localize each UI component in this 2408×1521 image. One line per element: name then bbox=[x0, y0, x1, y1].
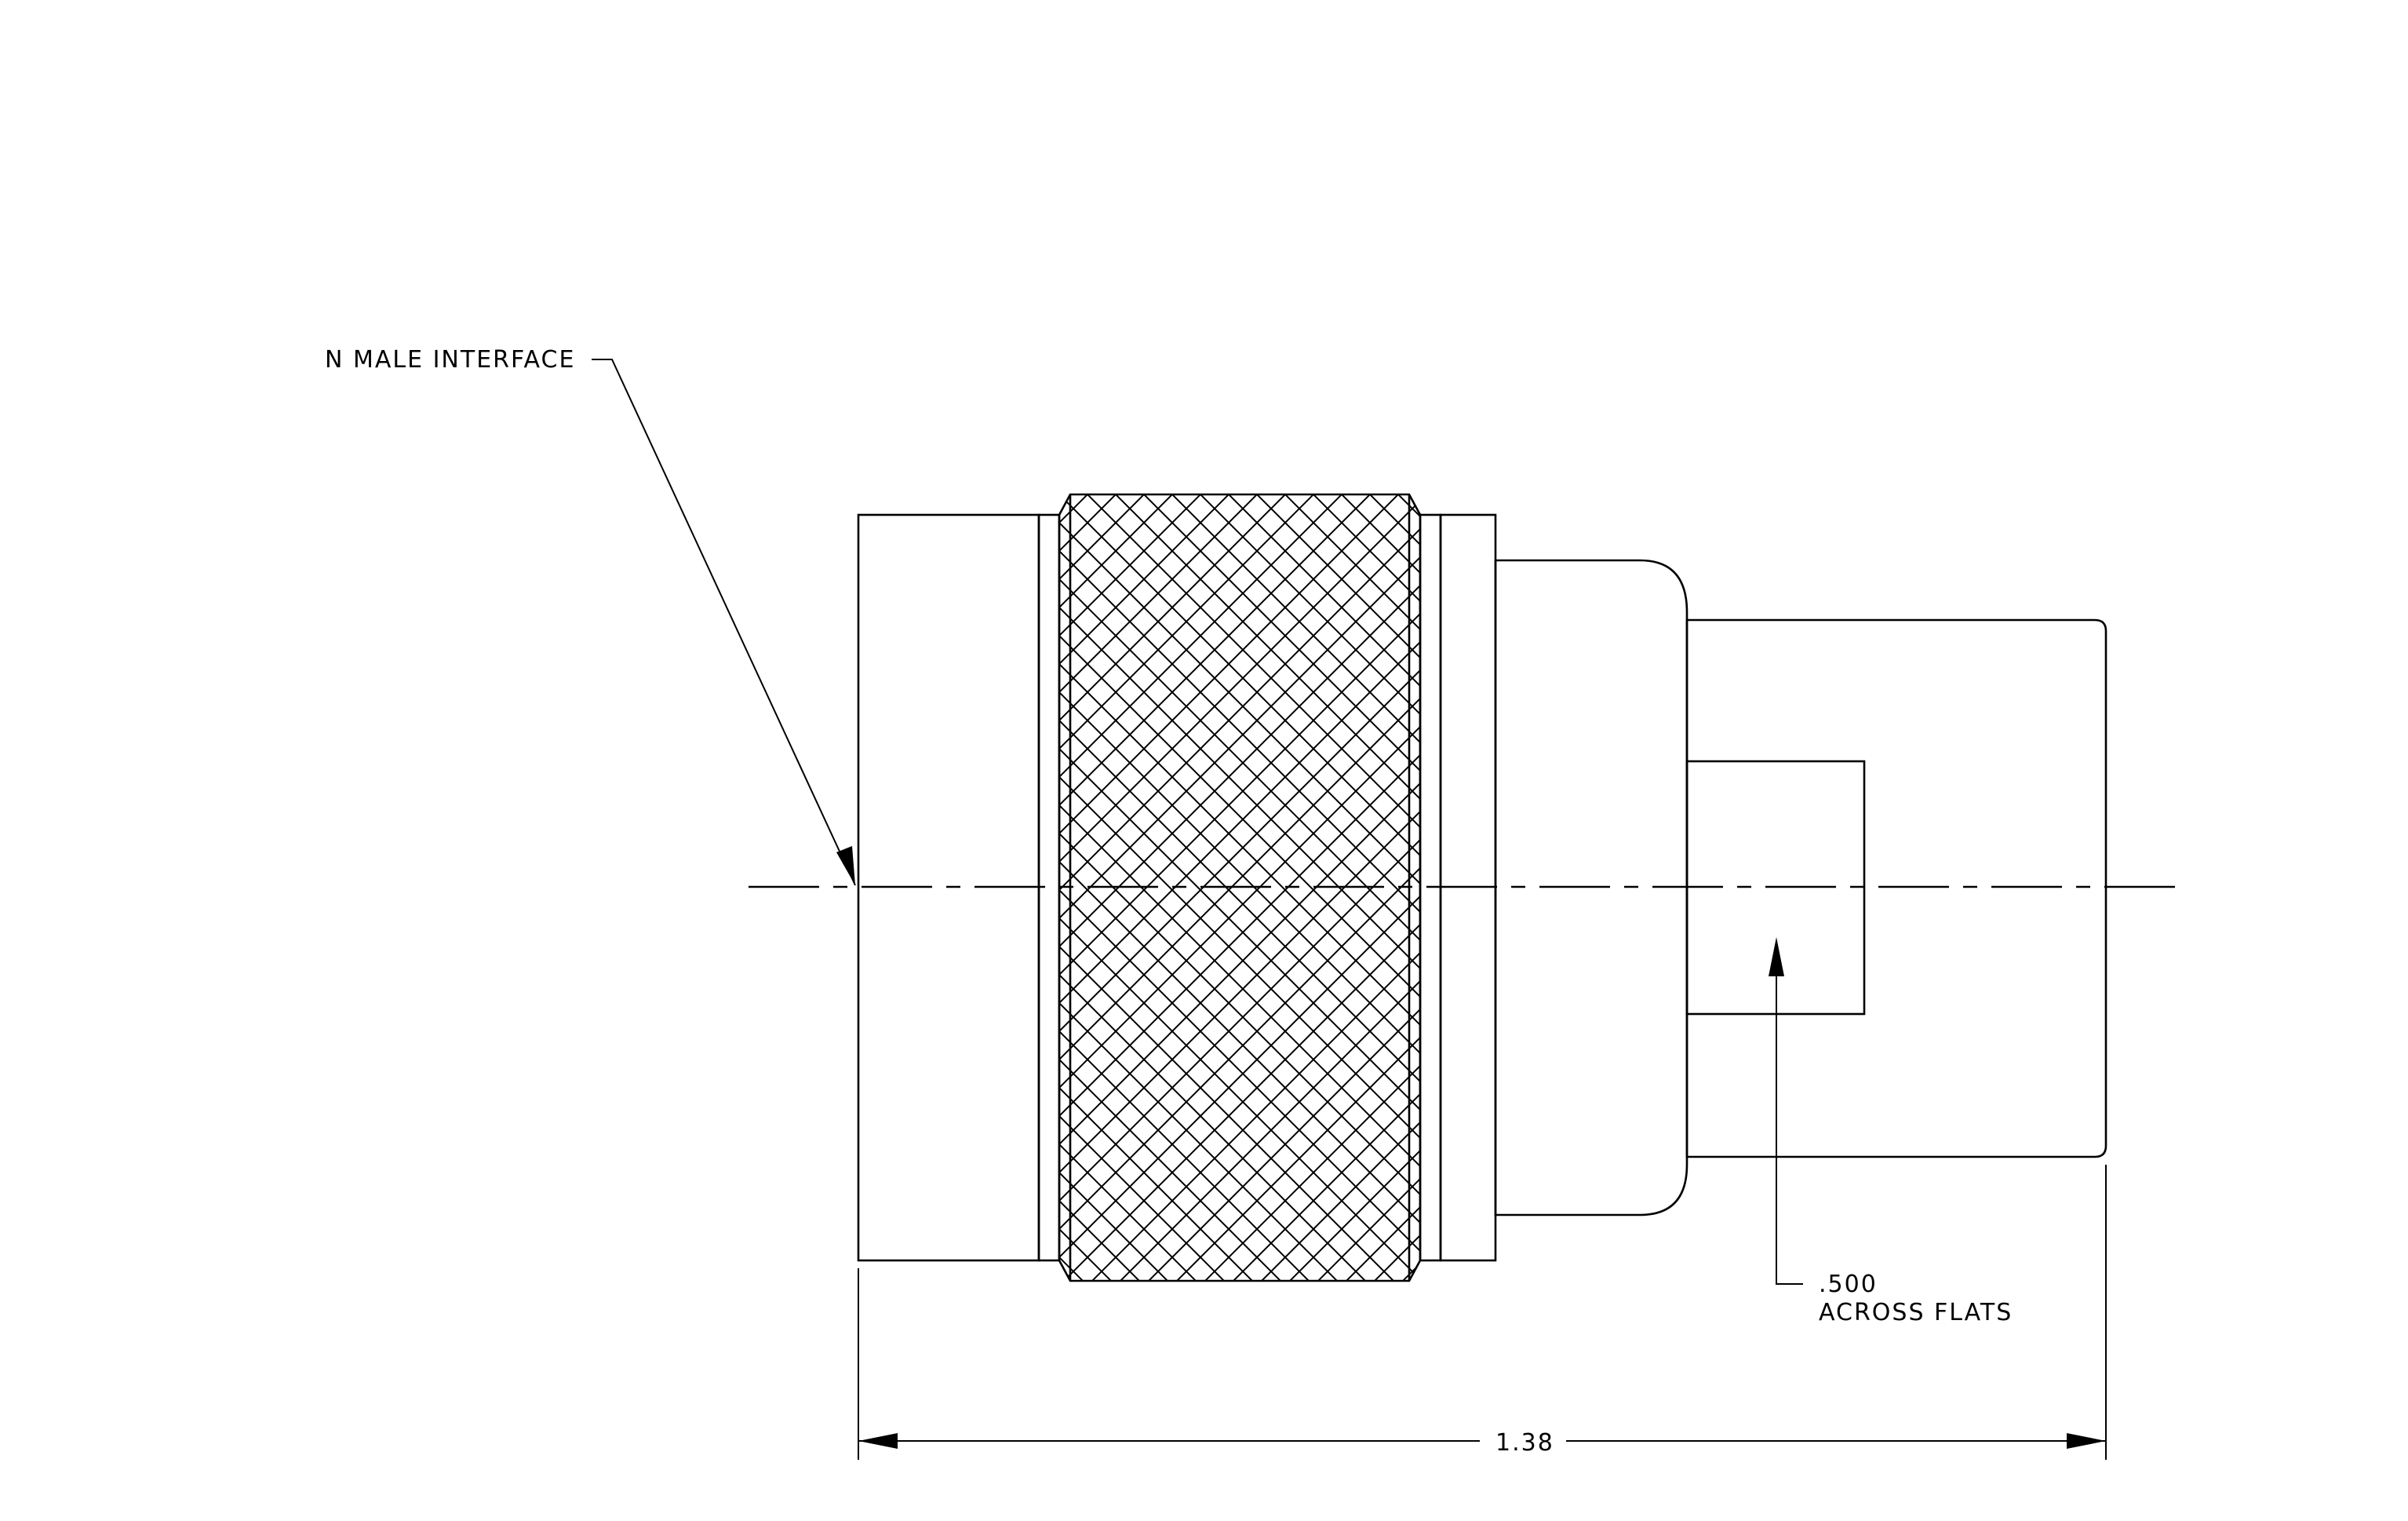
flats-leader bbox=[1776, 942, 1803, 1285]
rear-body bbox=[1494, 559, 1689, 1216]
flats-label: ACROSS FLATS bbox=[1819, 1299, 2013, 1326]
flats-value: .500 bbox=[1819, 1271, 1878, 1298]
interface-arrowhead bbox=[836, 846, 855, 885]
interface-leader bbox=[592, 359, 856, 886]
dimension-arrow-left bbox=[858, 1433, 898, 1449]
flats-arrowhead bbox=[1769, 937, 1784, 976]
hex-section bbox=[1685, 618, 2107, 1158]
dimension-arrow-right bbox=[2067, 1433, 2106, 1449]
interface-label: N MALE INTERFACE bbox=[325, 346, 575, 374]
overall-length-label: 1.38 bbox=[1495, 1429, 1554, 1457]
